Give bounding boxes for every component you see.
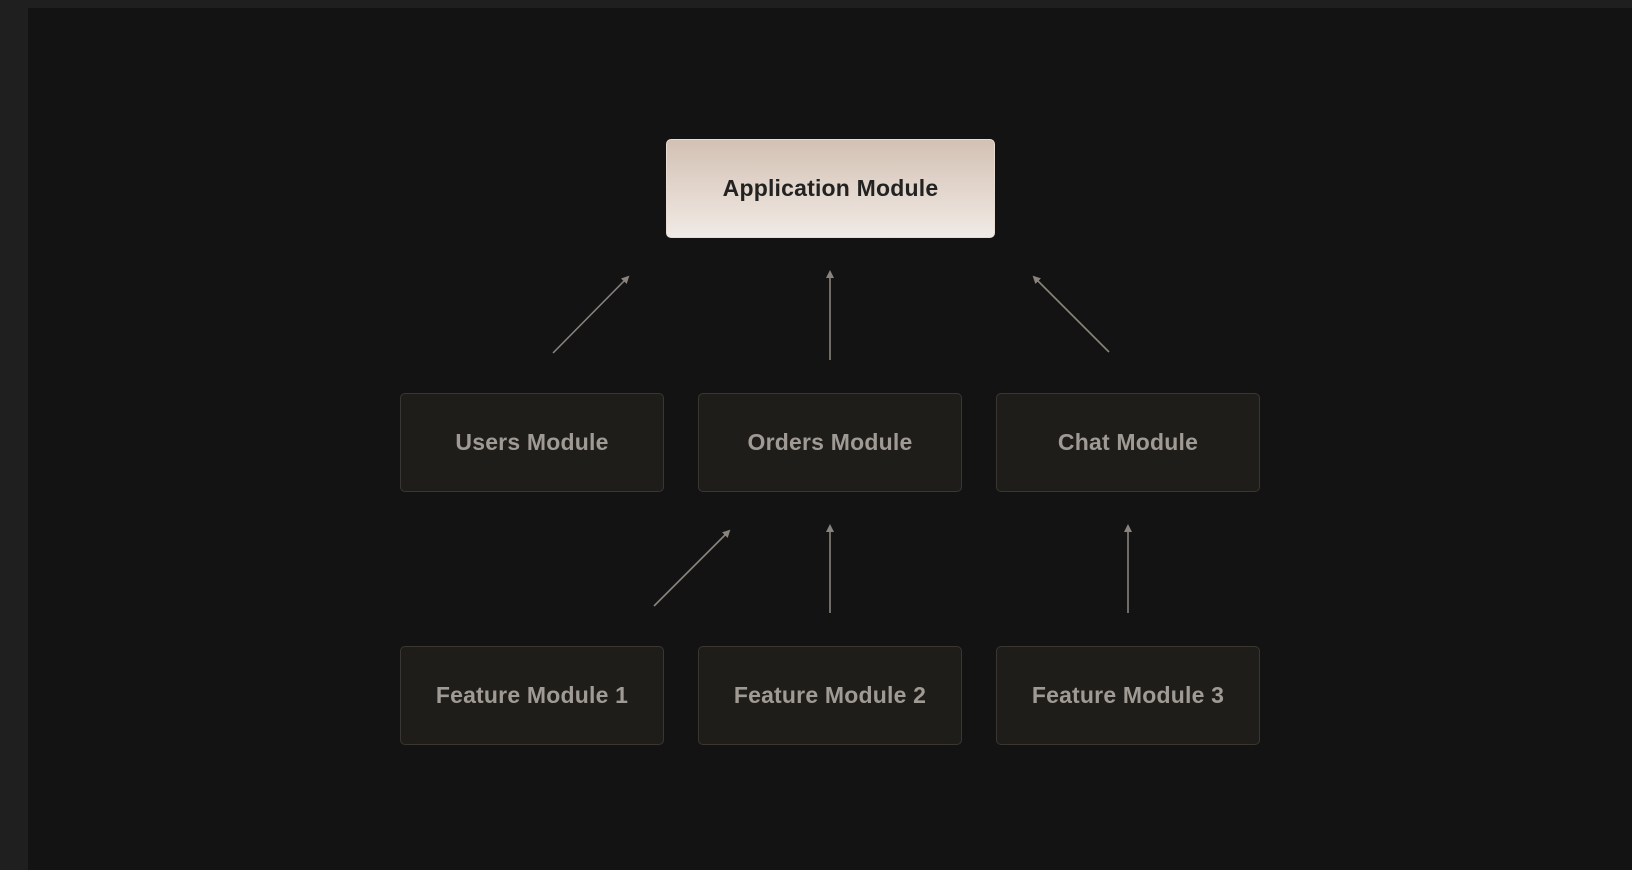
node-label: Chat Module xyxy=(1057,429,1199,455)
node-label: Orders Module xyxy=(747,429,913,455)
node-feature-module-1: Feature Module 1 xyxy=(400,646,664,745)
node-label: Feature Module 3 xyxy=(1031,682,1225,708)
node-label: Feature Module 1 xyxy=(435,682,629,708)
node-label: Feature Module 2 xyxy=(733,682,927,708)
node-chat-module: Chat Module xyxy=(996,393,1260,492)
node-label: Users Module xyxy=(455,429,609,455)
node-feature-module-2: Feature Module 2 xyxy=(698,646,962,745)
node-orders-module: Orders Module xyxy=(698,393,962,492)
node-users-module: Users Module xyxy=(400,393,664,492)
node-label: Application Module xyxy=(722,175,939,201)
node-application-module: Application Module xyxy=(666,139,995,238)
node-feature-module-3: Feature Module 3 xyxy=(996,646,1260,745)
